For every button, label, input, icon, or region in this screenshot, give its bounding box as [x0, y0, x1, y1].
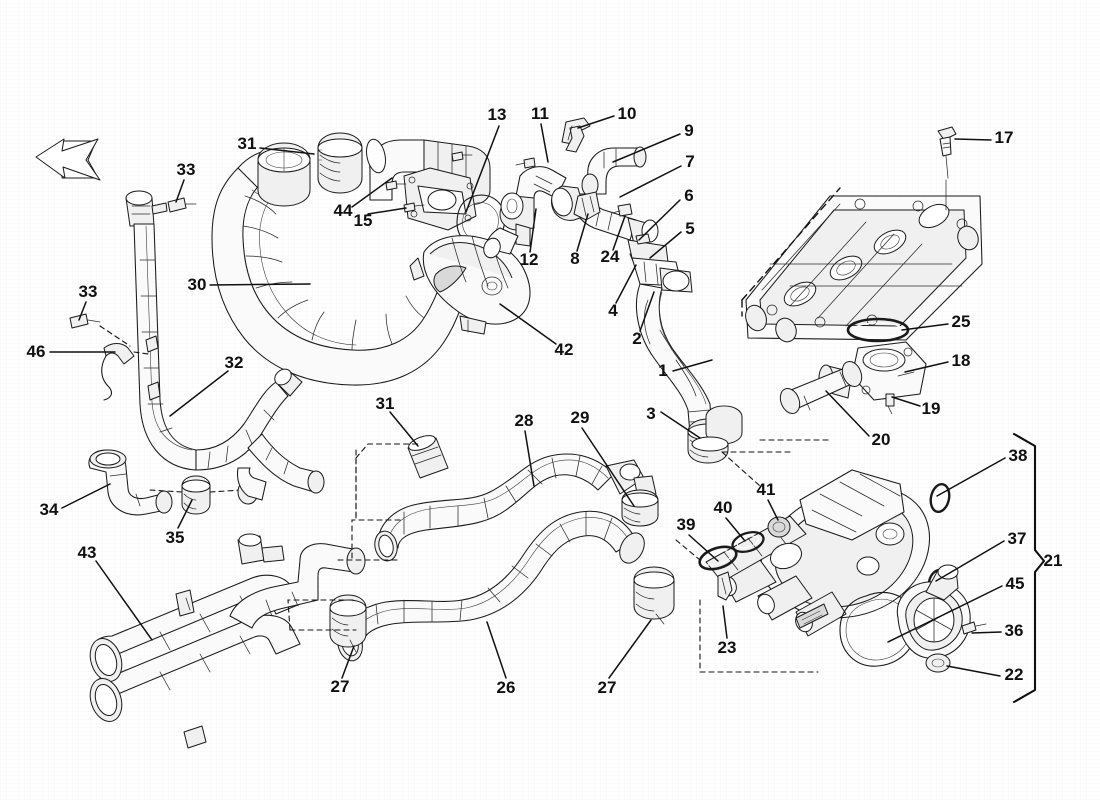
- callout-7: 7: [685, 152, 695, 171]
- callout-2: 2: [632, 329, 642, 348]
- callout-30: 30: [187, 275, 207, 294]
- bolt-24: [611, 203, 633, 217]
- clamp-35: [181, 475, 211, 515]
- callout-36: 36: [1004, 621, 1024, 640]
- callout-20: 20: [871, 430, 891, 449]
- hose-30: [211, 142, 473, 386]
- sensor-17: [937, 126, 957, 179]
- callout-17: 17: [994, 128, 1014, 147]
- throttle-elbow-44: [366, 138, 491, 231]
- callout-33-left: 33: [78, 282, 98, 301]
- callout-31-top: 31: [237, 134, 257, 153]
- clamp-31b: [407, 435, 449, 479]
- callout-39: 39: [676, 515, 696, 534]
- orings-39-40-41: [698, 516, 791, 571]
- callout-15: 15: [353, 211, 373, 230]
- clamp-27-right: [633, 566, 675, 625]
- callout-32: 32: [224, 353, 244, 372]
- callout-33-top: 33: [176, 160, 196, 179]
- callout-21: 21: [1043, 551, 1063, 570]
- intake-manifold-21: [705, 469, 931, 667]
- bracket-21: [1012, 432, 1046, 704]
- callout-45: 45: [1005, 574, 1025, 593]
- alignment-dash-35b: [209, 489, 243, 493]
- callout-28: 28: [514, 411, 534, 430]
- callout-38: 38: [1008, 446, 1028, 465]
- callout-43: 43: [77, 543, 97, 562]
- callout-1: 1: [658, 361, 668, 380]
- callout-13: 13: [487, 105, 507, 124]
- callout-27-left: 27: [330, 677, 350, 696]
- forward-direction-arrow: [35, 138, 101, 181]
- callout-37: 37: [1007, 529, 1027, 548]
- cylinder-head-cover: [745, 179, 983, 343]
- callout-3: 3: [646, 404, 656, 423]
- callout-24: 24: [600, 247, 620, 266]
- alternator-42: [409, 235, 531, 335]
- callout-10: 10: [617, 104, 637, 123]
- hose-34: [88, 449, 173, 516]
- clamp-31: [317, 132, 363, 194]
- callout-34: 34: [39, 500, 59, 519]
- clip-10: [561, 117, 591, 153]
- callout-40: 40: [713, 498, 733, 517]
- callout-29: 29: [570, 408, 590, 427]
- alignment-dash-17: [741, 187, 841, 301]
- callout-23: 23: [717, 638, 737, 657]
- bracket-8: [573, 191, 601, 221]
- alignment-dashes: [287, 439, 831, 673]
- callout-25: 25: [951, 312, 971, 331]
- callout-44: 44: [333, 201, 353, 220]
- leader-lines: [49, 115, 1006, 679]
- callout-4: 4: [608, 301, 618, 320]
- twin-pipes-43: [89, 533, 366, 749]
- alignment-dash-35: [149, 489, 183, 493]
- callout-22: 22: [1004, 665, 1024, 684]
- callout-9: 9: [684, 121, 694, 140]
- callout-5: 5: [685, 219, 695, 238]
- callout-42: 42: [554, 340, 574, 359]
- hose-32: [69, 190, 325, 505]
- pipe-20: [691, 360, 863, 452]
- clip-23: [717, 571, 733, 601]
- callout-27-right: 27: [597, 678, 617, 697]
- callout-12: 12: [519, 250, 539, 269]
- clamp-27-left: [329, 594, 367, 653]
- callout-8: 8: [570, 249, 580, 268]
- callout-46: 46: [26, 342, 46, 361]
- callout-6: 6: [684, 186, 694, 205]
- callout-35: 35: [165, 528, 185, 547]
- callout-11: 11: [531, 104, 549, 123]
- callout-41: 41: [756, 480, 776, 499]
- callout-18: 18: [951, 351, 971, 370]
- callout-31-center: 31: [375, 394, 395, 413]
- callout-26: 26: [496, 678, 516, 697]
- clamp-29: [621, 489, 659, 527]
- pipe-12: [483, 157, 567, 259]
- flange-5: [627, 233, 693, 293]
- callout-19: 19: [921, 399, 941, 418]
